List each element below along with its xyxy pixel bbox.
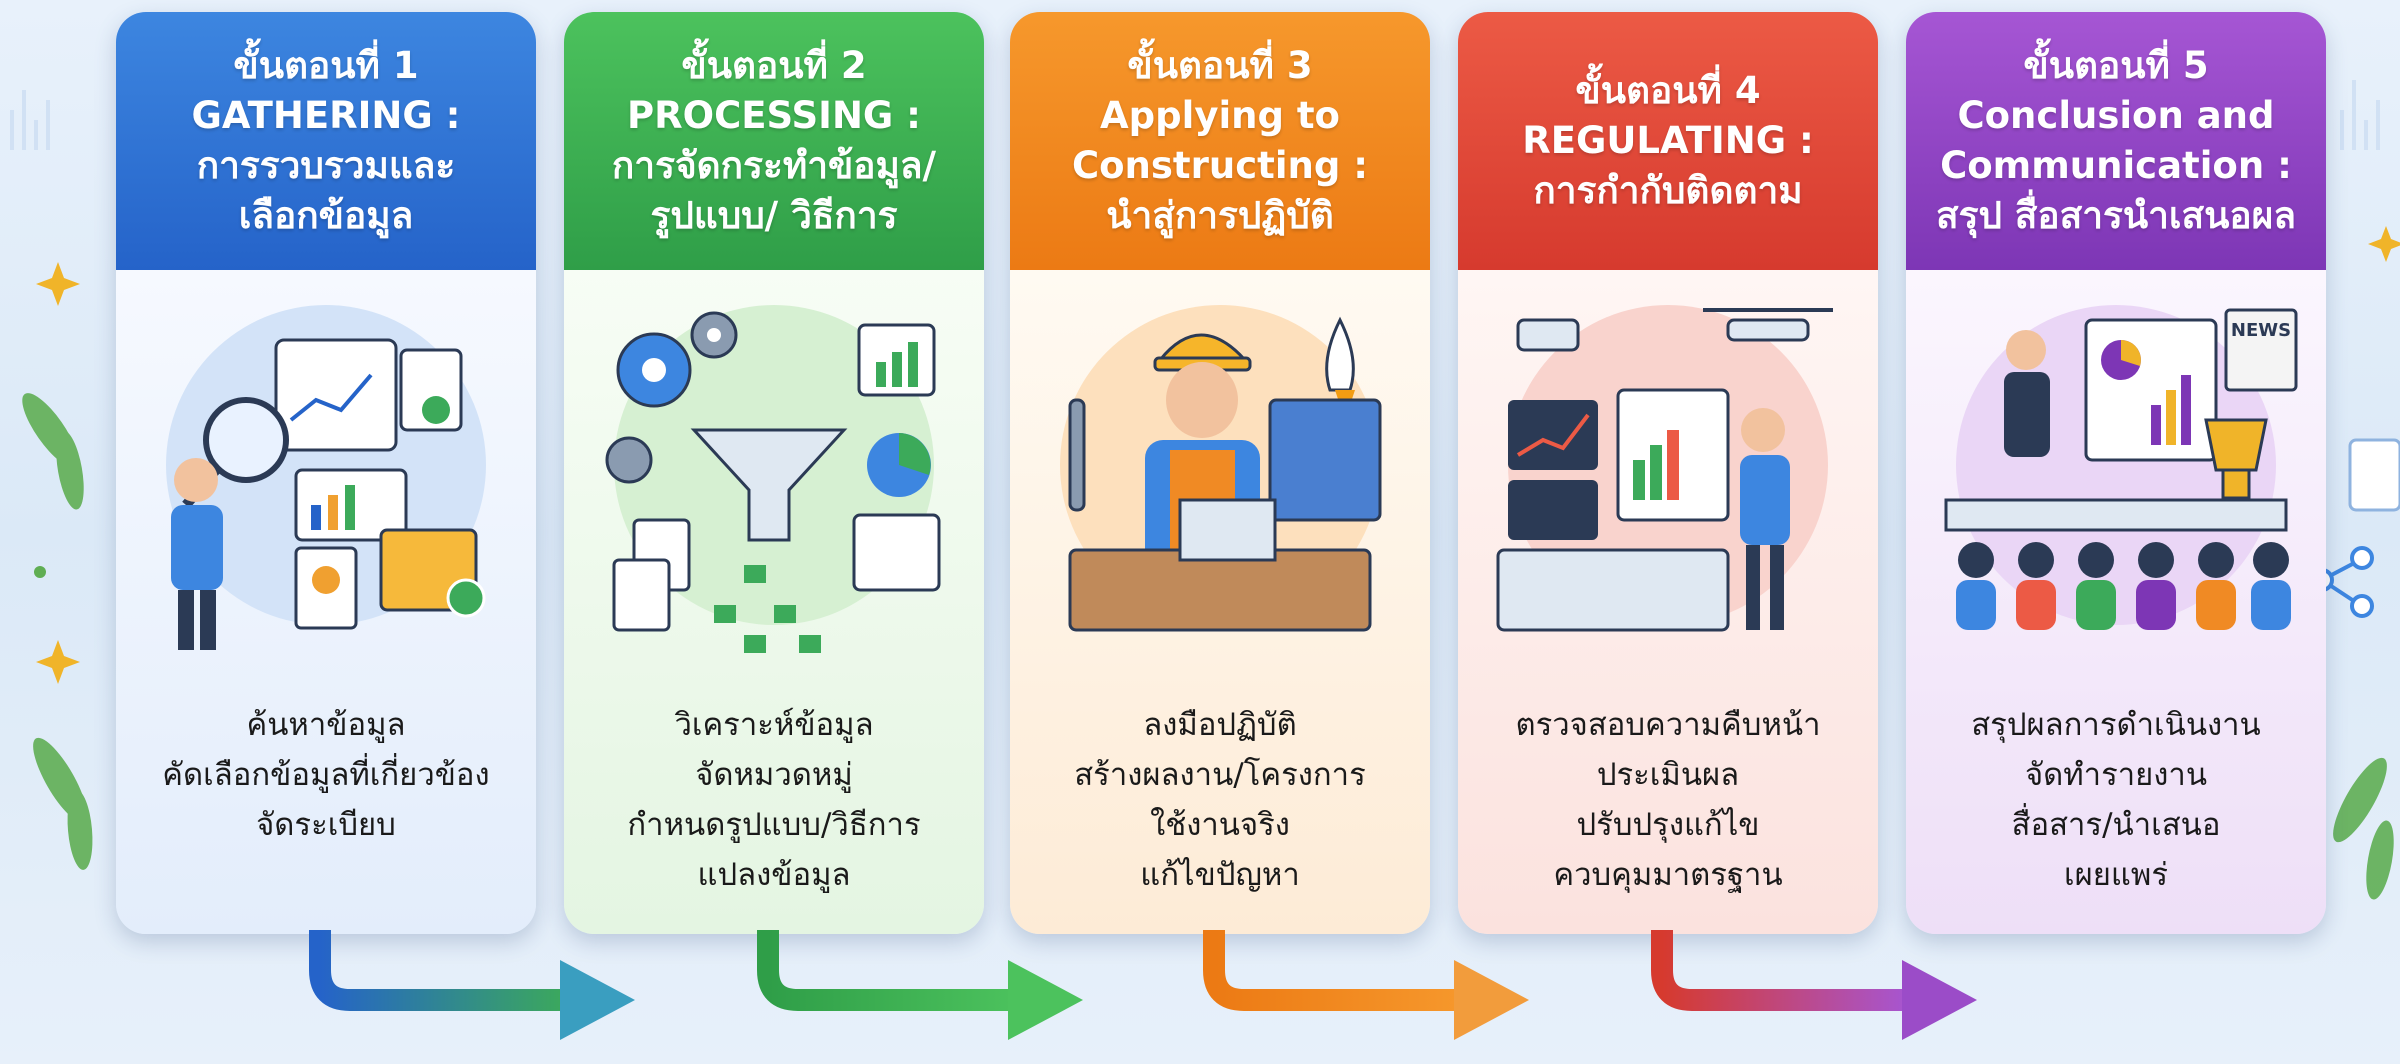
stage-5-body: NEWS สรุปผลการดำเนินงาน จัดทำรายงาน สื่อ… [1906, 270, 2326, 934]
stage-1-desc-line: จัดระเบียบ [256, 807, 396, 843]
stage-4-card: ขั้นตอนที่ 4 REGULATING : การกำกับติดตาม… [1458, 12, 1878, 934]
stage-2-body: วิเคราะห์ข้อมูล จัดหมวดหมู่ กำหนดรูปแบบ/… [564, 270, 984, 934]
arrow-stage-4-to-5 [1651, 930, 1977, 1040]
arrow-stage-2-to-3 [757, 930, 1083, 1040]
stage-3-title-line: นำสู่การปฏิบัติ [1106, 194, 1334, 237]
stage-2-title-line: ขั้นตอนที่ 2 [681, 44, 867, 87]
stage-2-card: ขั้นตอนที่ 2 PROCESSING : การจัดกระทำข้อ… [564, 12, 984, 934]
stage-2-desc-line: แปลงข้อมูล [697, 857, 851, 893]
stage-3-card: ขั้นตอนที่ 3 Applying to Constructing : … [1010, 12, 1430, 934]
stage-4-desc-line: ตรวจสอบความคืบหน้า [1515, 707, 1821, 743]
arrow-stage-3-to-4 [1203, 930, 1529, 1040]
stage-5-desc-line: จัดทำรายงาน [2024, 757, 2208, 793]
stage-3-title-line: Applying to [1100, 94, 1340, 137]
stage-5-header: ขั้นตอนที่ 5 Conclusion and Communicatio… [1906, 12, 2326, 270]
stage-3-title-line: Constructing : [1071, 144, 1369, 187]
stage-4-desc-line: ควบคุมมาตรฐาน [1553, 857, 1783, 893]
stage-5-desc-line: สรุปผลการดำเนินงาน [1971, 707, 2261, 743]
stage-2-desc-line: วิเคราะห์ข้อมูล [674, 707, 874, 743]
stage-3-desc-line: ใช้งานจริง [1150, 807, 1290, 843]
news-label: NEWS [2231, 320, 2291, 341]
stage-4-header: ขั้นตอนที่ 4 REGULATING : การกำกับติดตาม [1458, 12, 1878, 270]
engineer-with-tools-icon [1060, 305, 1382, 632]
stage-5-title-line: Communication : [1940, 144, 2292, 187]
stage-3-description: ลงมือปฏิบัติ สร้างผลงาน/โครงการ ใช้งานจร… [1010, 700, 1430, 900]
stage-2-title-line: การจัดกระทำข้อมูล/ [611, 144, 937, 187]
researcher-with-magnifier-icon [166, 305, 486, 650]
stage-3-desc-line: แก้ไขปัญหา [1140, 857, 1300, 893]
stage-2-title-line: PROCESSING : [627, 94, 921, 137]
stage-5-title-line: ขั้นตอนที่ 5 [2023, 44, 2209, 87]
stage-1-header: ขั้นตอนที่ 1 GATHERING : การรวบรวมและ เล… [116, 12, 536, 270]
stage-5-desc-line: สื่อสาร/นำเสนอ [2011, 807, 2221, 843]
gears-funnel-flowchart-icon [605, 305, 941, 653]
stage-2-title-line: รูปแบบ/ วิธีการ [650, 194, 898, 237]
arrow-stage-1-to-2 [309, 930, 635, 1040]
stage-1-title-line: GATHERING : [191, 94, 461, 137]
stage-4-title-line: ขั้นตอนที่ 4 [1575, 69, 1761, 112]
stage-1-title-line: การรวบรวมและ [196, 144, 456, 187]
stage-2-desc-line: กำหนดรูปแบบ/วิธีการ [627, 807, 921, 843]
stage-5-title-line: Conclusion and [1957, 94, 2275, 137]
stage-5-card: ขั้นตอนที่ 5 Conclusion and Communicatio… [1906, 12, 2326, 934]
stage-4-desc-line: ประเมินผล [1596, 757, 1740, 793]
stage-4-title-line: REGULATING : [1522, 119, 1814, 162]
presenter-with-audience-icon: NEWS [1944, 305, 2298, 630]
stage-1-desc-line: คัดเลือกข้อมูลที่เกี่ยวข้อง [162, 757, 490, 793]
stage-1-description: ค้นหาข้อมูล คัดเลือกข้อมูลที่เกี่ยวข้อง … [116, 700, 536, 850]
stage-5-title-line: สรุป สื่อสารนำเสนอผล [1935, 194, 2297, 237]
stage-2-description: วิเคราะห์ข้อมูล จัดหมวดหมู่ กำหนดรูปแบบ/… [564, 700, 984, 900]
stage-1-card: ขั้นตอนที่ 1 GATHERING : การรวบรวมและ เล… [116, 12, 536, 934]
monitoring-dashboard-drone-icon [1496, 305, 1833, 632]
stage-3-title-line: ขั้นตอนที่ 3 [1127, 44, 1313, 87]
stage-3-desc-line: สร้างผลงาน/โครงการ [1074, 757, 1366, 793]
stage-1-title-line: ขั้นตอนที่ 1 [233, 44, 419, 87]
stage-4-body: ตรวจสอบความคืบหน้า ประเมินผล ปรับปรุงแก้… [1458, 270, 1878, 934]
stage-1-title-line: เลือกข้อมูล [238, 194, 414, 237]
stage-5-desc-line: เผยแพร่ [2064, 857, 2168, 893]
stage-3-desc-line: ลงมือปฏิบัติ [1143, 707, 1297, 743]
stage-2-header: ขั้นตอนที่ 2 PROCESSING : การจัดกระทำข้อ… [564, 12, 984, 270]
stage-3-header: ขั้นตอนที่ 3 Applying to Constructing : … [1010, 12, 1430, 270]
stage-5-description: สรุปผลการดำเนินงาน จัดทำรายงาน สื่อสาร/น… [1906, 700, 2326, 900]
stage-3-body: ลงมือปฏิบัติ สร้างผลงาน/โครงการ ใช้งานจร… [1010, 270, 1430, 934]
stage-4-description: ตรวจสอบความคืบหน้า ประเมินผล ปรับปรุงแก้… [1458, 700, 1878, 900]
stage-4-desc-line: ปรับปรุงแก้ไข [1576, 807, 1760, 843]
stage-1-body: ค้นหาข้อมูล คัดเลือกข้อมูลที่เกี่ยวข้อง … [116, 270, 536, 934]
stage-1-desc-line: ค้นหาข้อมูล [246, 707, 406, 743]
stage-4-title-line: การกำกับติดตาม [1533, 169, 1803, 212]
stage-2-desc-line: จัดหมวดหมู่ [695, 757, 853, 793]
